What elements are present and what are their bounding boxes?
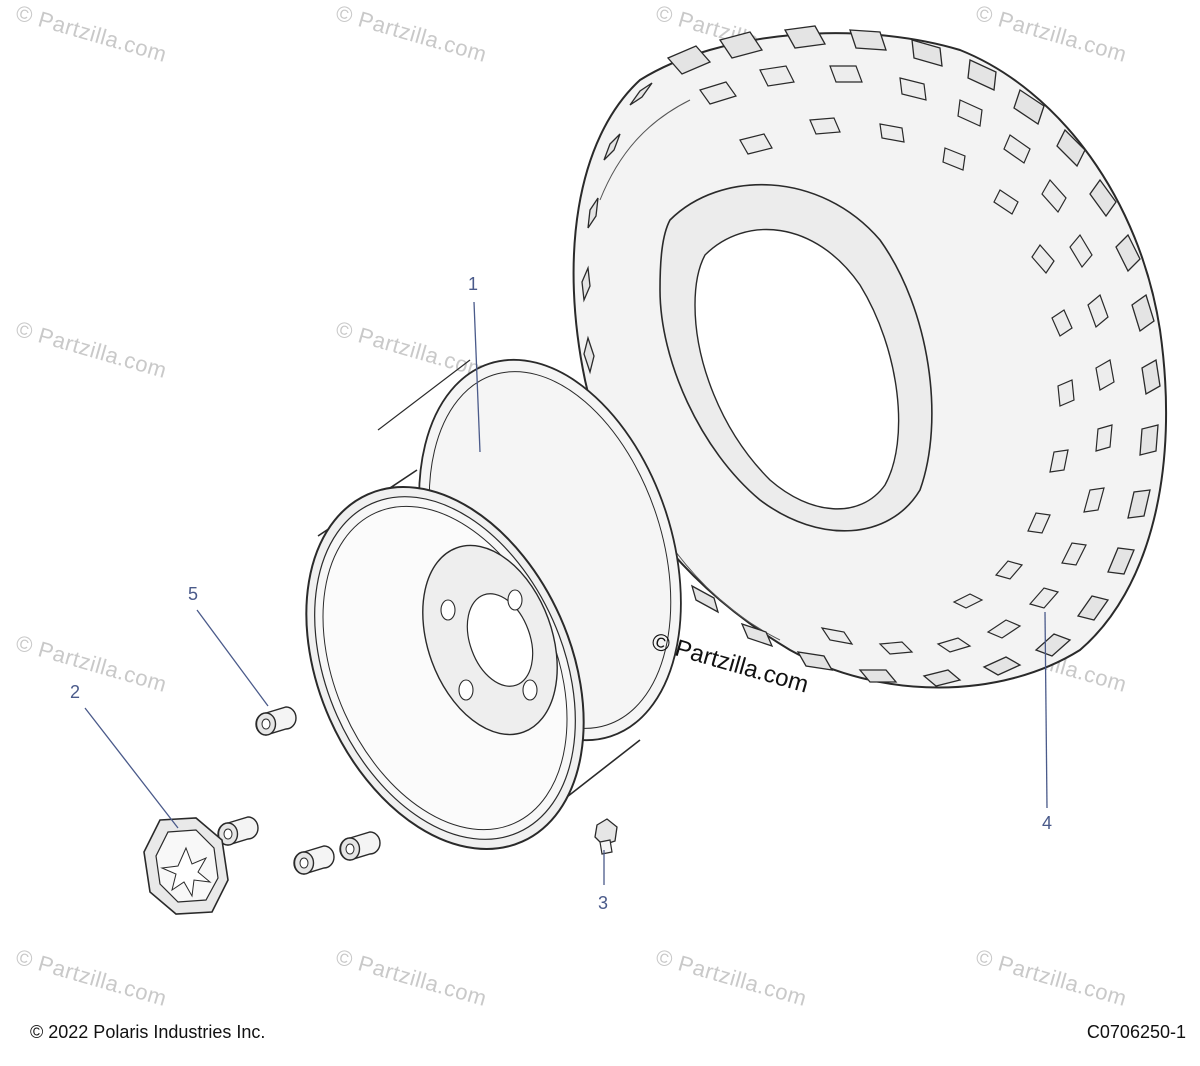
tire-icon[interactable] (572, 25, 1168, 689)
copyright-text: © 2022 Polaris Industries Inc. (30, 1022, 266, 1042)
callout-2[interactable]: 2 (70, 682, 81, 702)
leader-lines (84, 301, 1048, 885)
valve-stem-icon[interactable] (594, 818, 618, 855)
callout-5[interactable]: 5 (188, 584, 199, 604)
callout-4[interactable]: 4 (1042, 813, 1053, 833)
callout-3[interactable]: 3 (598, 893, 609, 913)
callout-1[interactable]: 1 (468, 274, 479, 294)
hub-cap-icon[interactable] (143, 817, 229, 915)
rim-icon[interactable] (253, 326, 727, 893)
diagram-code: C0706250-1 (1086, 1022, 1186, 1042)
